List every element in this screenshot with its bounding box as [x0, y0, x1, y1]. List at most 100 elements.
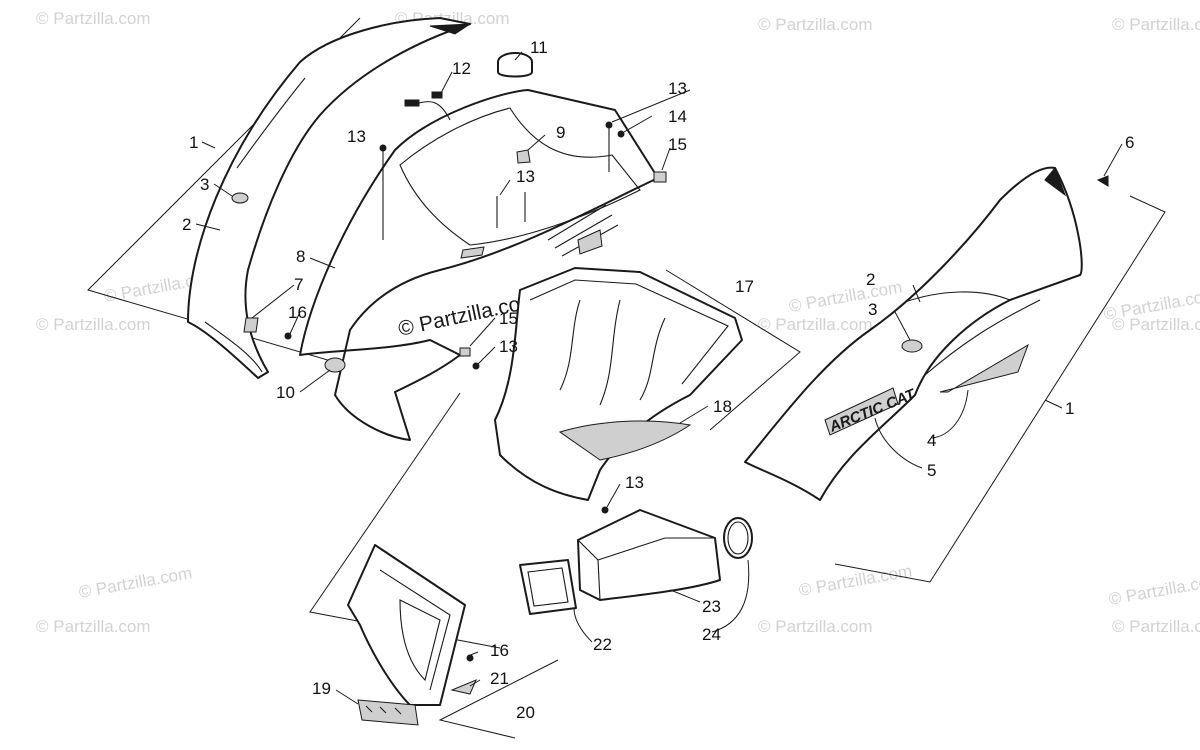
- connector-wire: [418, 101, 451, 121]
- leader: [195, 223, 221, 231]
- watermark: © Partzilla.com: [758, 617, 873, 636]
- watermark: © Partzilla.com: [1107, 570, 1200, 609]
- screw-13: [601, 506, 609, 514]
- decal-4: [939, 343, 1029, 393]
- panel-edge: [236, 77, 306, 169]
- left-side-panel: [187, 17, 472, 379]
- callout-21: 21: [490, 669, 509, 688]
- callout-4: 4: [927, 431, 936, 450]
- grommet-3-right: [901, 339, 923, 353]
- fasteners: [284, 121, 667, 514]
- side-panel-right: [744, 166, 1083, 501]
- cap-body: [497, 62, 533, 78]
- liner-18: [558, 420, 692, 461]
- leader: [469, 317, 496, 347]
- panel-edge: [204, 321, 263, 373]
- callout-13-b: 13: [516, 167, 535, 186]
- leader: [467, 651, 479, 657]
- bumper-19: [357, 699, 419, 726]
- callout-5: 5: [927, 461, 936, 480]
- callout-10: 10: [276, 383, 295, 402]
- callout-16-a: 16: [288, 303, 307, 322]
- callout-12: 12: [452, 59, 471, 78]
- rivet-16: [284, 332, 292, 340]
- connector-plug: [404, 99, 420, 107]
- leader: [299, 369, 331, 393]
- leader: [499, 179, 511, 196]
- leader: [1103, 143, 1123, 177]
- leader: [931, 389, 969, 439]
- bumper-slots: [365, 705, 402, 715]
- emblem-10: [324, 357, 346, 373]
- bracket-right-hood: [834, 195, 1166, 583]
- screw-head: [605, 121, 613, 129]
- push-pin-6: [1096, 175, 1109, 187]
- leader: [251, 284, 295, 319]
- leader: [606, 483, 621, 508]
- leader: [711, 559, 750, 633]
- leader: [912, 284, 921, 303]
- vent-slat: [547, 204, 607, 241]
- hood-assembly: [299, 89, 659, 441]
- watermark: © Partzilla.com: [797, 561, 913, 600]
- hood-detail: [460, 246, 485, 259]
- hood-inner: [399, 107, 641, 246]
- callout-2-left: 2: [182, 215, 191, 234]
- air-box-rib: [559, 299, 581, 391]
- callout-9: 9: [556, 123, 565, 142]
- leader: [335, 689, 359, 705]
- duct-23: [577, 509, 721, 601]
- air-box-rib: [639, 317, 666, 401]
- clamp-24: [723, 517, 753, 559]
- leader: [527, 134, 546, 151]
- clip-7: [243, 317, 259, 333]
- seal-22-inner: [527, 567, 569, 607]
- watermark: © Partzilla.com: [36, 9, 151, 28]
- leader: [611, 89, 691, 123]
- leader: [201, 141, 216, 149]
- leader: [477, 346, 496, 365]
- bracket-air-box: [665, 269, 801, 431]
- rivet-16: [466, 654, 474, 662]
- callout-13-d: 13: [499, 337, 518, 356]
- leader: [669, 589, 701, 603]
- screw-head: [379, 144, 387, 152]
- duct-edge: [597, 537, 715, 561]
- callout-22: 22: [593, 635, 612, 654]
- leader: [623, 115, 653, 133]
- callout-18: 18: [713, 397, 732, 416]
- callout-14: 14: [668, 107, 687, 126]
- decal-21: [450, 679, 477, 695]
- callout-1-left: 1: [189, 133, 198, 152]
- leader: [469, 679, 481, 687]
- air-box-rib: [599, 299, 621, 406]
- callout-3-left: 3: [200, 175, 209, 194]
- panel-tip: [429, 23, 472, 35]
- washer-14: [617, 130, 625, 138]
- lower-panel-edge: [379, 569, 451, 691]
- vent-slat: [554, 214, 613, 249]
- clip-15: [653, 171, 667, 183]
- intake-duct: [519, 509, 753, 615]
- leader: [439, 71, 453, 96]
- callout-11: 11: [530, 38, 548, 57]
- grommet-3-left: [231, 192, 249, 204]
- leader: [894, 311, 911, 341]
- seal-22: [519, 559, 577, 615]
- callout-19: 19: [312, 679, 331, 698]
- vent-grille: [577, 229, 603, 255]
- callouts: 1 3 2 8 7 16 10 13 12 11 9 13 13 14 15 1…: [182, 38, 1134, 722]
- bracket-bottom: [438, 659, 559, 739]
- lower-panel: [347, 544, 477, 726]
- callout-1-right: 1: [1065, 399, 1074, 418]
- clamp-24-inner: [727, 521, 749, 555]
- screw-13: [472, 362, 480, 370]
- callout-13-c: 13: [668, 79, 687, 98]
- callout-17: 17: [735, 277, 754, 296]
- air-box-rim: [529, 279, 729, 385]
- leader: [661, 147, 671, 171]
- leader: [573, 607, 593, 643]
- callout-23: 23: [702, 597, 721, 616]
- watermark: © Partzilla.com: [1112, 617, 1200, 636]
